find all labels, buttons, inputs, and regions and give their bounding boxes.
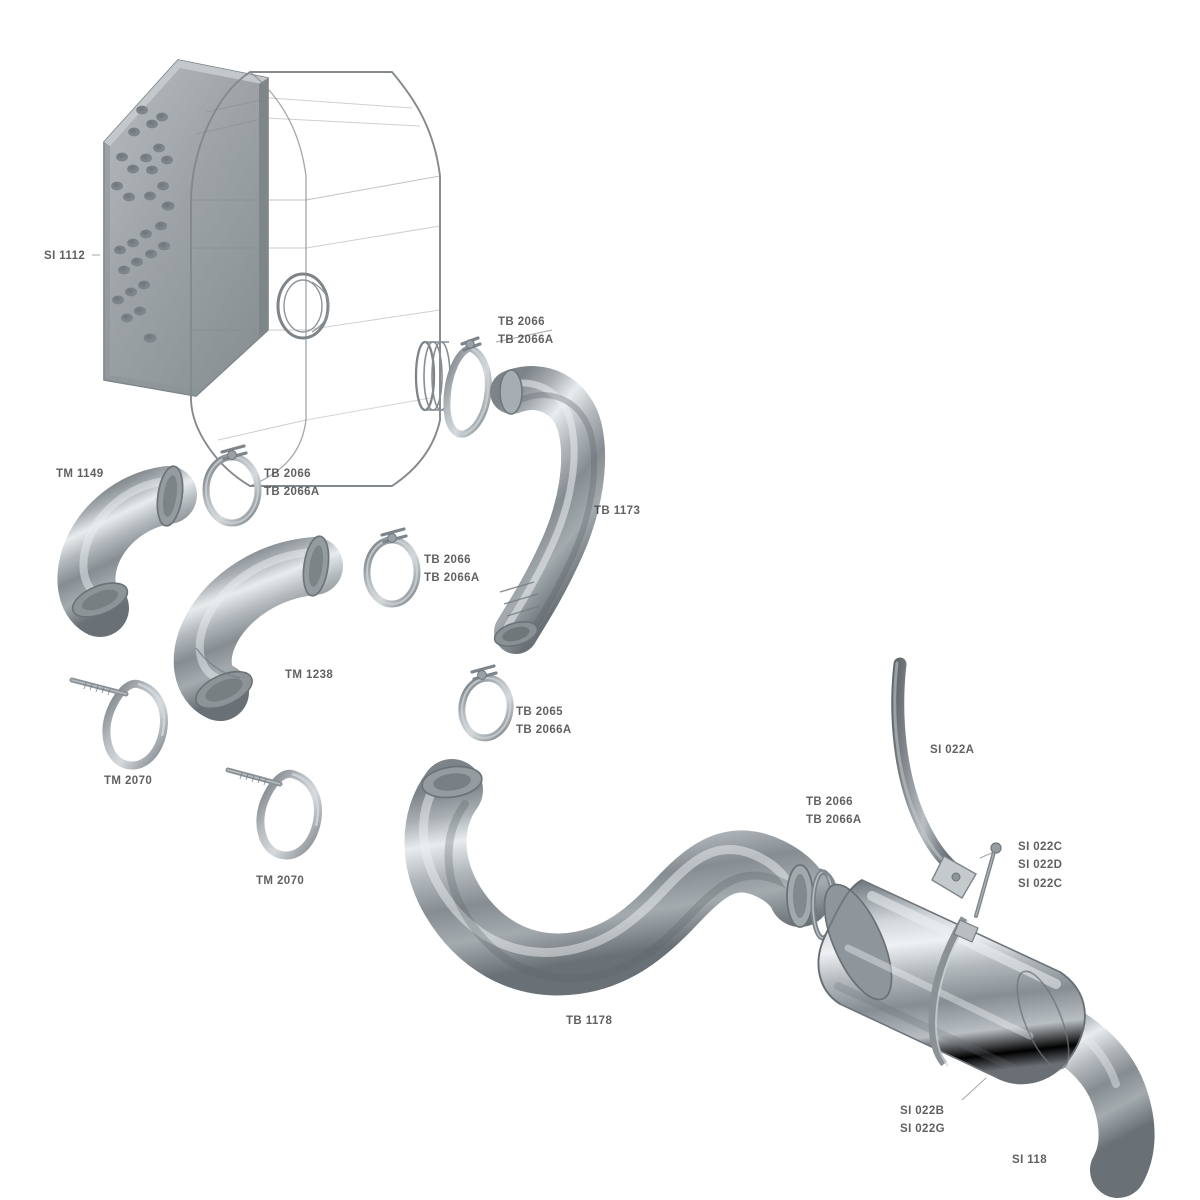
label-tb-1173: TB 1173 xyxy=(594,505,641,517)
label-tm-2070-lower: TM 2070 xyxy=(256,875,305,887)
part-band-clamp-mid-left xyxy=(202,444,262,527)
label-tb-2066-left: TB 2066 TB 2066A xyxy=(264,465,320,502)
label-line: TB 2066 xyxy=(424,554,471,566)
label-line: TB 2066A xyxy=(498,334,554,347)
label-line: TB 2065 xyxy=(516,706,563,718)
part-v-band-clamp-upper xyxy=(69,677,168,770)
label-si-022a: SI 022A xyxy=(930,744,975,756)
label-tb-2066-top: TB 2066 TB 2066A xyxy=(498,313,554,350)
label-line: SI 022C xyxy=(1018,841,1063,853)
label-si-022bg: SI 022B SI 022G xyxy=(900,1102,945,1139)
part-bent-pipe-tb1173 xyxy=(490,366,606,654)
label-line: TB 2066 xyxy=(806,796,853,808)
label-line: SI 022D xyxy=(1018,859,1063,872)
label-tb-2066-right: TB 2066 TB 2066A xyxy=(806,793,862,830)
part-elbow-pipe-tm1238 xyxy=(173,535,343,721)
label-line: TB 2066A xyxy=(264,486,320,499)
label-line: SI 022G xyxy=(900,1123,945,1136)
label-tm-2070-upper: TM 2070 xyxy=(104,775,153,787)
part-cylindrical-muffler xyxy=(817,879,1155,1198)
part-heat-shield-panel xyxy=(103,59,269,397)
label-tm-1238: TM 1238 xyxy=(285,669,334,681)
part-elbow-pipe-tm1149 xyxy=(57,465,197,637)
part-hanger-bracket-si022a xyxy=(891,657,977,899)
part-band-clamp-lower-center xyxy=(458,664,514,742)
tank-side-port xyxy=(276,272,330,340)
label-tb-2065: TB 2065 TB 2066A xyxy=(516,703,572,740)
part-bent-pipe-tb1178 xyxy=(404,759,831,996)
part-v-band-clamp-lower xyxy=(225,767,322,860)
label-line: TB 2066A xyxy=(806,814,862,827)
label-line: TB 2066 xyxy=(498,316,545,328)
label-si-118: SI 118 xyxy=(1012,1154,1048,1166)
label-si-1112: SI 1112 xyxy=(44,250,86,262)
part-band-clamp-top xyxy=(443,336,492,438)
label-line: SI 022C xyxy=(1018,877,1063,890)
label-line: TB 2066A xyxy=(516,724,572,737)
label-tb-2066-mid: TB 2066 TB 2066A xyxy=(424,551,480,588)
part-bolt-si022c xyxy=(974,842,1002,918)
label-tm-1149: TM 1149 xyxy=(56,468,104,480)
part-band-clamp-mid-center xyxy=(363,527,421,608)
label-line: TB 2066A xyxy=(424,572,480,585)
label-tb-1178: TB 1178 xyxy=(566,1015,613,1027)
leader-lines xyxy=(92,254,995,1101)
label-line: TB 2066 xyxy=(264,468,311,480)
label-si-022-group: SI 022C SI 022D SI 022C xyxy=(1018,838,1062,893)
label-line: SI 022B xyxy=(900,1105,945,1117)
